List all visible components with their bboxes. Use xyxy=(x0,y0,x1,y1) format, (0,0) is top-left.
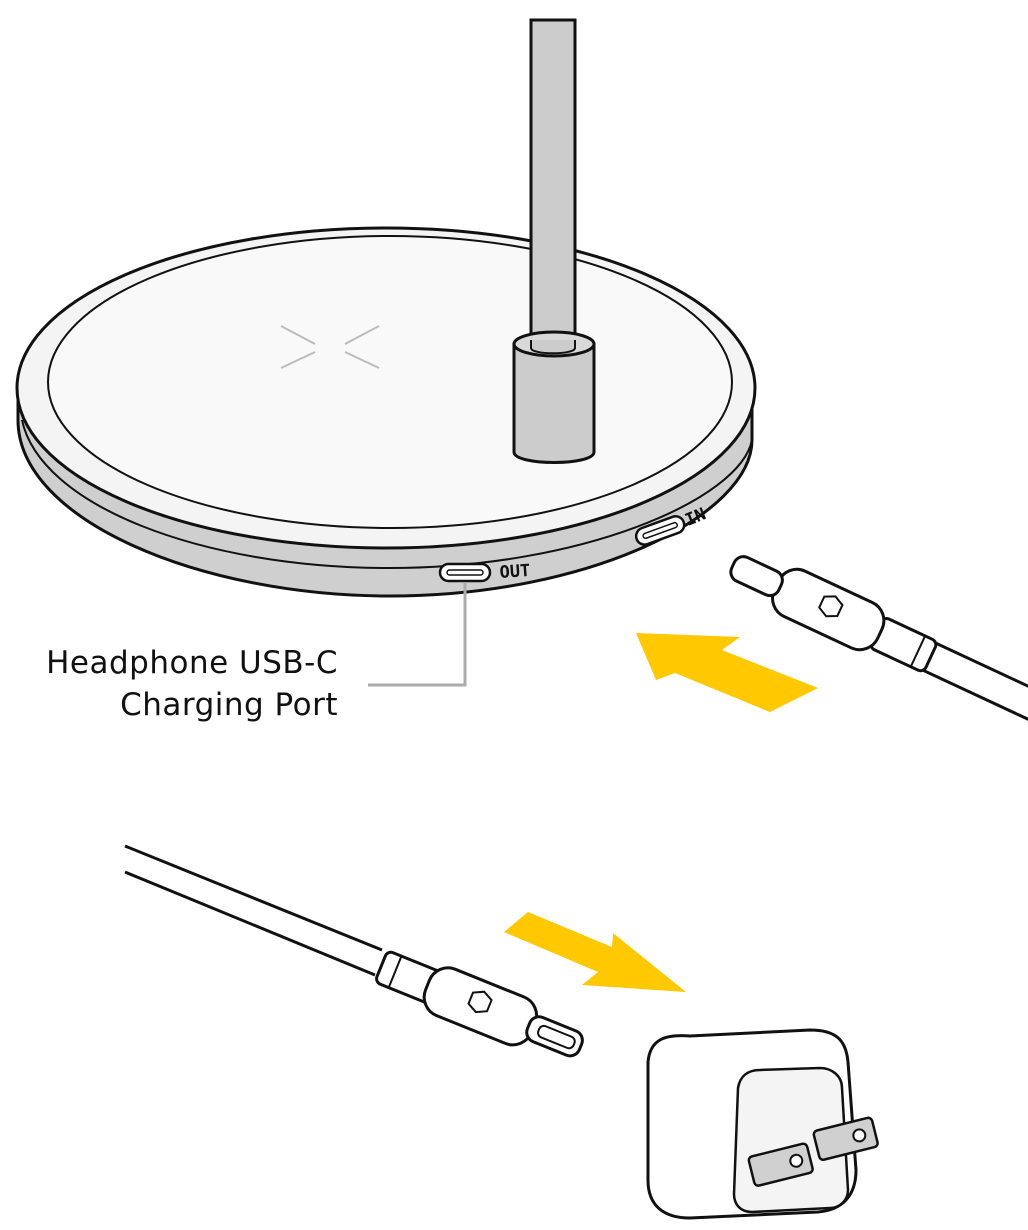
usb-c-out-port[interactable] xyxy=(438,562,492,583)
power-adapter-icon xyxy=(646,1028,879,1220)
callout-line-1: Headphone USB-C xyxy=(46,645,338,681)
charging-mark-icon xyxy=(280,325,380,369)
usb-c-cable-lower xyxy=(124,844,584,1058)
usb-c-cable-upper xyxy=(729,555,1028,740)
connect-arrow-icon xyxy=(504,912,686,992)
charging-base: OUT IN xyxy=(15,226,757,598)
callout-line-2: Charging Port xyxy=(120,687,338,723)
stand-post xyxy=(512,18,596,464)
charging-port-callout: Headphone USB-C Charging Port xyxy=(46,642,338,726)
usb-c-in-port[interactable] xyxy=(634,514,687,547)
insert-arrow-icon xyxy=(636,633,818,712)
port-label-out: OUT xyxy=(499,561,531,583)
base-top-inner-ring xyxy=(47,235,733,529)
callout-leader-line xyxy=(368,582,467,687)
